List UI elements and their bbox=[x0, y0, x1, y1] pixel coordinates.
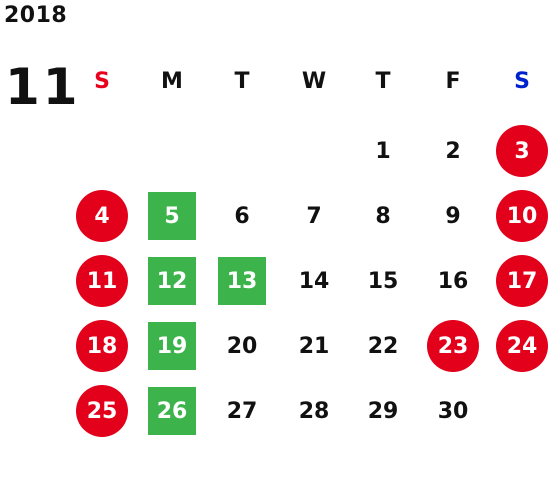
day-cell-27[interactable]: 27 bbox=[226, 398, 258, 424]
day-cell-25[interactable]: 25 bbox=[76, 385, 128, 437]
weekday-header-fri: F bbox=[445, 68, 461, 94]
day-cell-30[interactable]: 30 bbox=[437, 398, 469, 424]
weekday-header-sun: S bbox=[94, 68, 110, 94]
day-cell-20[interactable]: 20 bbox=[226, 333, 258, 359]
month-number: 11 bbox=[5, 58, 81, 116]
weekday-header-tue: T bbox=[234, 68, 250, 94]
day-cell-17[interactable]: 17 bbox=[496, 255, 548, 307]
day-cell-15[interactable]: 15 bbox=[367, 268, 399, 294]
day-cell-29[interactable]: 29 bbox=[367, 398, 399, 424]
day-cell-18[interactable]: 18 bbox=[76, 320, 128, 372]
year-label: 2018 bbox=[4, 3, 68, 28]
day-cell-21[interactable]: 21 bbox=[298, 333, 330, 359]
day-cell-12[interactable]: 12 bbox=[148, 257, 196, 305]
day-cell-16[interactable]: 16 bbox=[437, 268, 469, 294]
weekday-header-sat: S bbox=[514, 68, 530, 94]
weekday-header-wed: W bbox=[301, 68, 327, 94]
day-cell-11[interactable]: 11 bbox=[76, 255, 128, 307]
day-cell-19[interactable]: 19 bbox=[148, 322, 196, 370]
day-cell-10[interactable]: 10 bbox=[496, 190, 548, 242]
day-cell-7[interactable]: 7 bbox=[306, 203, 322, 229]
day-cell-22[interactable]: 22 bbox=[367, 333, 399, 359]
day-cell-8[interactable]: 8 bbox=[375, 203, 391, 229]
day-cell-5[interactable]: 5 bbox=[148, 192, 196, 240]
day-cell-2[interactable]: 2 bbox=[445, 138, 461, 164]
day-cell-13[interactable]: 13 bbox=[218, 257, 266, 305]
weekday-header-thu: T bbox=[375, 68, 391, 94]
weekday-header-mon: M bbox=[161, 68, 183, 94]
day-cell-1[interactable]: 1 bbox=[375, 138, 391, 164]
day-cell-4[interactable]: 4 bbox=[76, 190, 128, 242]
day-cell-6[interactable]: 6 bbox=[234, 203, 250, 229]
day-cell-26[interactable]: 26 bbox=[148, 387, 196, 435]
day-cell-14[interactable]: 14 bbox=[298, 268, 330, 294]
day-cell-23[interactable]: 23 bbox=[427, 320, 479, 372]
day-cell-9[interactable]: 9 bbox=[445, 203, 461, 229]
day-cell-28[interactable]: 28 bbox=[298, 398, 330, 424]
day-cell-24[interactable]: 24 bbox=[496, 320, 548, 372]
day-cell-3[interactable]: 3 bbox=[496, 125, 548, 177]
